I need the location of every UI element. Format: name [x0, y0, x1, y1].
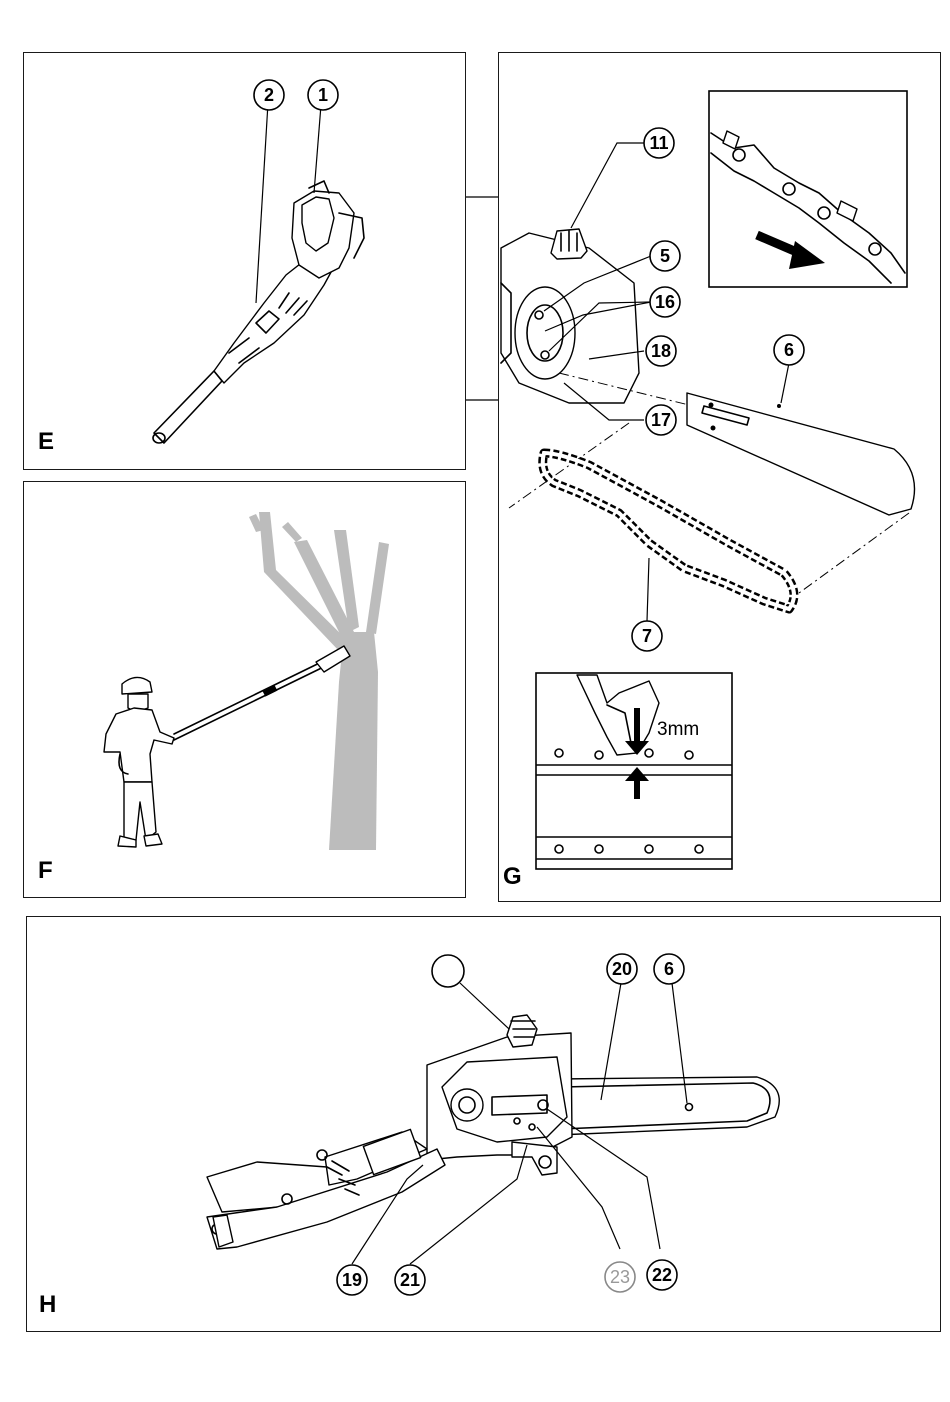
svg-text:21: 21: [400, 1270, 420, 1290]
callout-11: 11: [644, 128, 674, 158]
svg-text:7: 7: [642, 626, 652, 646]
assembled-chain-bar-illustration: 20 6 19 21 23 22: [27, 917, 942, 1333]
svg-text:22: 22: [652, 1265, 672, 1285]
svg-text:20: 20: [612, 959, 632, 979]
callout-blank: [432, 955, 464, 987]
svg-text:16: 16: [655, 292, 675, 312]
panel-label-f: F: [38, 857, 53, 885]
panel-h: 20 6 19 21 23 22 H: [26, 916, 941, 1332]
svg-text:23: 23: [610, 1267, 630, 1287]
callout-17: 17: [646, 405, 676, 435]
operator-pruning-tree-illustration: [24, 482, 467, 899]
svg-text:6: 6: [784, 340, 794, 360]
chain-assembly-illustration: 11 5 16 18 17 6 7: [499, 53, 942, 903]
callout-20: 20: [607, 954, 637, 984]
panel-label-g: G: [503, 863, 522, 891]
callout-23: 23: [605, 1262, 635, 1292]
panel-g: 11 5 16 18 17 6 7 3mm G: [498, 52, 941, 902]
callout-6-h: 6: [654, 954, 684, 984]
svg-text:17: 17: [651, 410, 671, 430]
callout-5: 5: [650, 241, 680, 271]
callout-19: 19: [337, 1265, 367, 1295]
panel-label-h: H: [39, 1291, 56, 1319]
callout-22: 22: [647, 1260, 677, 1290]
svg-text:18: 18: [651, 341, 671, 361]
worker-figure: [104, 677, 174, 847]
panel-f: F: [23, 481, 466, 898]
callout-16: 16: [650, 287, 680, 317]
tension-gap-label: 3mm: [657, 719, 699, 741]
svg-text:5: 5: [660, 246, 670, 266]
svg-text:6: 6: [664, 959, 674, 979]
svg-text:19: 19: [342, 1270, 362, 1290]
callout-21: 21: [395, 1265, 425, 1295]
callout-7: 7: [632, 621, 662, 651]
tree-silhouette: [249, 512, 389, 850]
callout-6: 6: [774, 335, 804, 365]
saw-chain: [543, 453, 794, 609]
callout-18: 18: [646, 336, 676, 366]
svg-text:11: 11: [649, 133, 668, 153]
